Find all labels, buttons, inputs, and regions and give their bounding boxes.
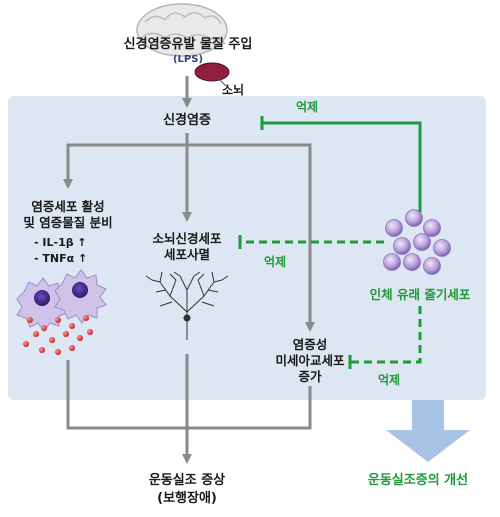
stem-cell-icon	[383, 209, 451, 275]
lps-label: (LPS)	[173, 54, 203, 65]
inflammatory-line1: 염증세포 활성	[31, 199, 104, 214]
neuroinflammation-label: 신경염증	[163, 112, 211, 128]
purkinje-neuron-icon	[145, 271, 229, 340]
microglia-line1: 염증성	[293, 337, 328, 352]
ataxia-line2: (보행장애)	[157, 490, 217, 506]
stem-cell-label: 인체 유래 줄기세포	[370, 287, 471, 302]
tnfa-label: - TNFα ↑	[34, 252, 87, 265]
injection-label: 신경염증유발 물질 주입	[124, 36, 253, 52]
inhibit-label-top: 억제	[296, 100, 318, 114]
microglia-line3: 증가	[298, 369, 322, 384]
inhibit-label-middle: 억제	[264, 255, 286, 269]
inflammation-branches	[66, 133, 312, 328]
converge-lines	[66, 360, 312, 430]
improvement-label: 운동실조증의 개선	[368, 472, 468, 488]
background-panel	[8, 96, 486, 400]
improvement-arrow	[386, 400, 470, 462]
purkinje-line2: 세포사멸	[164, 247, 210, 262]
purkinje-line1: 소뇌신경세포	[152, 231, 222, 246]
inhibition-lines	[238, 116, 422, 369]
brain-icon	[136, 3, 230, 82]
cerebellum-pointer	[217, 77, 227, 87]
cytokine-dots	[23, 315, 93, 355]
microglia-line2: 미세아교세포	[275, 353, 345, 368]
inhibit-label-bottom: 억제	[378, 373, 400, 387]
ataxia-line1: 운동실조 증상	[149, 472, 225, 488]
macrophage-icon	[54, 269, 107, 324]
cerebellum-label: 소뇌	[222, 82, 244, 97]
inflammatory-line2: 및 염증물질 분비	[23, 215, 112, 230]
il1b-label: - IL-1β ↑	[34, 236, 87, 249]
